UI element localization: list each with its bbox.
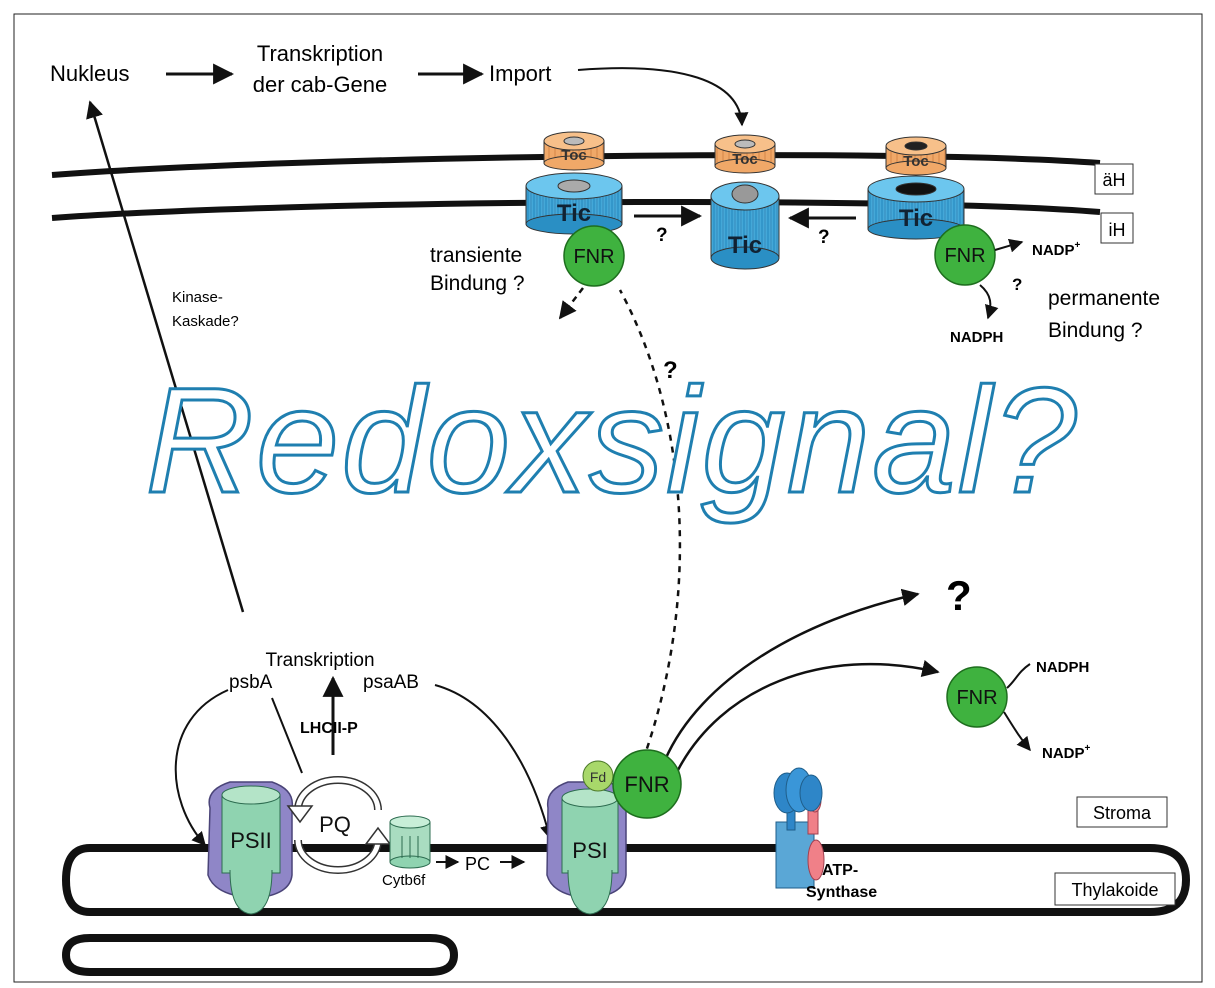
question-big: ?	[946, 572, 972, 619]
arrow-to-nucleus	[86, 100, 245, 613]
toc-label-1: Toc	[561, 147, 587, 164]
nadp-label-bottom: NADP+	[1042, 743, 1091, 762]
nadp-sup-bottom: +	[1085, 743, 1091, 754]
frame	[13, 13, 1203, 983]
tic-complex-2: Tic	[710, 181, 780, 270]
thylakoid-membrane-lower	[61, 934, 459, 976]
arrow-fnr-nadp-bottom	[1003, 711, 1031, 752]
toc-complex-2: Toc	[714, 134, 776, 174]
line-fnr-nadph	[1006, 663, 1031, 689]
toc-label-3: Toc	[903, 153, 929, 170]
nadp-label-top: NADP+	[1032, 240, 1081, 259]
stroma-box	[1076, 796, 1168, 828]
psi-complex: PSI	[546, 781, 628, 915]
transcription-label-1: Transkription	[257, 41, 383, 66]
question-tic3-tic2: ?	[818, 227, 830, 248]
atp-label-1: ATP-	[822, 862, 858, 879]
transcription-label-2: der cab-Gene	[253, 72, 388, 97]
fnr-thylakoid-circle	[612, 749, 682, 819]
arrow-fnr-released	[676, 659, 940, 771]
tic-complex-3: Tic	[867, 175, 965, 240]
outer-envelope-label: äH	[1102, 170, 1125, 190]
import-label: Import	[489, 61, 551, 86]
transient-label-2: Bindung ?	[430, 272, 525, 295]
question-permanent: ?	[1012, 275, 1022, 294]
kinase-label-2: Kaskade?	[172, 313, 239, 330]
psii-label: PSII	[230, 828, 272, 853]
redox-signal-title: Redoxsignal?	[146, 356, 1079, 524]
pq-label: PQ	[319, 812, 351, 837]
lhcii-label: LHCII-P	[300, 720, 358, 737]
arrow-fnr-nadp	[994, 238, 1024, 253]
cytb6f-complex	[389, 815, 431, 869]
thylakoid-membrane	[61, 844, 1191, 916]
nadp-sup-top: +	[1075, 240, 1081, 251]
nucleus-label: Nukleus	[50, 61, 129, 86]
fd-label: Fd	[590, 769, 606, 785]
fnr-permanent-circle	[934, 224, 996, 286]
atp-synthase	[773, 767, 825, 889]
toc-label-2: Toc	[732, 151, 758, 168]
arrow-fnr-release	[558, 287, 584, 320]
question-tic1-tic2: ?	[656, 225, 668, 246]
nadp-text-top: NADP	[1032, 242, 1075, 259]
inner-envelope-box	[1100, 212, 1134, 244]
tic-label-3: Tic	[899, 205, 933, 232]
psaab-label: psaAB	[363, 672, 419, 693]
arrow-import-toc	[577, 67, 749, 127]
nadp-text-bottom: NADP	[1042, 745, 1085, 762]
psii-complex: PSII	[207, 781, 294, 915]
inner-envelope-label: iH	[1109, 220, 1126, 240]
dashed-fnr-path	[618, 289, 682, 761]
stroma-label: Stroma	[1093, 803, 1152, 823]
psba-label: psbA	[229, 672, 273, 693]
arrow-psba-psii	[174, 689, 229, 847]
fnr-transient-circle	[563, 225, 625, 287]
tic-label-1: Tic	[557, 200, 591, 227]
fnr-thylakoid-label: FNR	[624, 772, 669, 797]
kinase-label-1: Kinase-	[172, 289, 223, 306]
nadph-label-top: NADPH	[950, 329, 1003, 346]
fnr-released-circle	[946, 666, 1008, 728]
toc-complex-1: Toc	[543, 131, 605, 171]
arrow-fnr-nadph	[979, 284, 999, 320]
outer-envelope-box	[1094, 163, 1134, 195]
fd-circle	[582, 760, 614, 792]
fnr-released-label: FNR	[956, 687, 997, 709]
psi-label: PSI	[572, 838, 607, 863]
thylakoid-box	[1054, 872, 1176, 906]
transient-label-1: transiente	[430, 244, 522, 267]
arrow-psaab-psi	[434, 684, 554, 840]
toc-complex-3: Toc	[885, 136, 947, 176]
thylakoid-label: Thylakoide	[1071, 880, 1158, 900]
question-dashed: ?	[663, 357, 678, 384]
pq-cycle: PQ	[286, 776, 392, 874]
fnr-permanent-label: FNR	[944, 245, 985, 267]
tic-label-2: Tic	[728, 232, 762, 259]
nadph-label-bottom: NADPH	[1036, 659, 1089, 676]
fnr-transient-label: FNR	[573, 246, 614, 268]
transcription-plastid-label: Transkription	[265, 650, 374, 671]
tic-complex-1: Tic	[525, 172, 623, 235]
permanent-label-2: Bindung ?	[1048, 319, 1143, 342]
atp-label-2: Synthase	[806, 884, 877, 901]
pc-label: PC	[465, 854, 490, 874]
permanent-label-1: permanente	[1048, 287, 1160, 310]
line-pq-psba	[271, 697, 303, 774]
cytb6f-label: Cytb6f	[382, 872, 426, 889]
arrow-fnr-unknown	[663, 588, 920, 761]
